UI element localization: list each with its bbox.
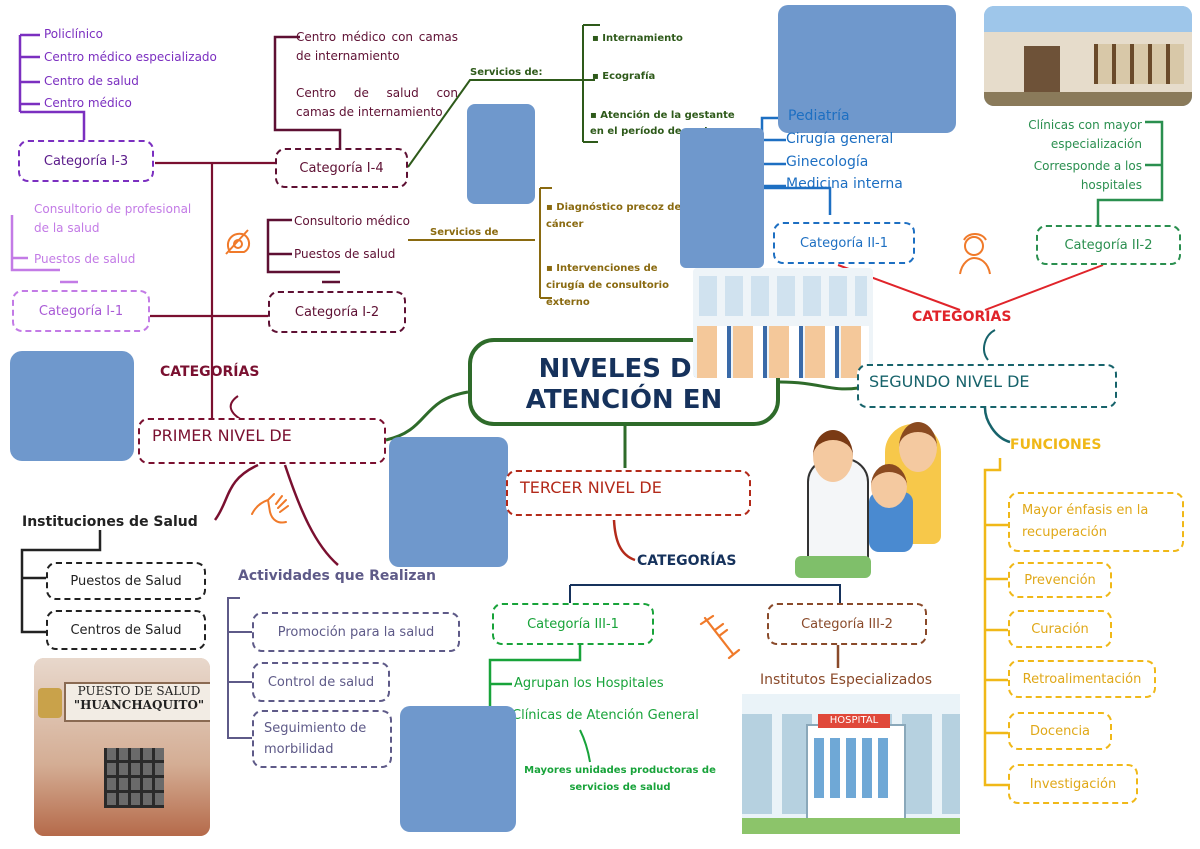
servicios-i4-label: Servicios de: [470,67,543,78]
photo-sign-line1: PUESTO DE SALUD [77,684,201,698]
ultrasound-icon [225,229,250,255]
cat-i4-box[interactable]: Categoría I-4 [275,148,408,188]
puesto-salud-photo: PUESTO DE SALUD "HUANCHAQUITO" [34,658,210,836]
funciones-item[interactable]: Retroalimentación [1008,660,1156,698]
tercer-nivel-box[interactable]: TERCER NIVEL DE [506,470,751,516]
actividades-item[interactable]: Seguimiento de morbilidad [252,710,392,768]
illustration-icons-row [699,276,867,316]
primer-nivel-label: PRIMER NIVEL DE [152,426,292,445]
tercer-categorias-label: CATEGORÍAS [637,553,737,569]
center-title: NIVELES DE ATENCIÓN EN [525,354,723,415]
i3-item: Centro de salud [44,74,139,88]
cat-iii1-box[interactable]: Categoría III-1 [492,603,654,645]
photo-door [1024,46,1060,94]
instituciones-item-centros[interactable]: Centros de Salud [46,610,206,650]
hospital-sign: HOSPITAL [818,714,890,728]
i3-item: Policlínico [44,27,103,41]
image-placeholder [389,437,508,567]
cat-i2-box[interactable]: Categoría I-2 [268,291,406,333]
tercer-nivel-label: TERCER NIVEL DE [520,478,662,497]
servicios-i2-item: Intervenciones de cirugía de consultorio… [546,260,696,311]
actividades-item[interactable]: Promoción para la salud [252,612,460,652]
funciones-item[interactable]: Mayor énfasis en la recuperación [1008,492,1184,552]
instituciones-item-puestos[interactable]: Puestos de Salud [46,562,206,600]
hands-icon [251,493,289,524]
hospital-building-photo [984,6,1192,106]
i3-item: Centro médico [44,96,132,110]
iii1-item: Clínicas de Atención General [512,708,699,723]
image-placeholder [10,351,134,461]
iii1-note: Mayores unidades productoras de servicio… [524,765,716,793]
i1-item: Puestos de salud [34,252,136,266]
actividades-item[interactable]: Control de salud [252,662,390,702]
photo-ground [984,92,1192,106]
servicios-i2-item: Diagnóstico precoz del cáncer [546,199,686,233]
hospital-illustration: HOSPITAL [742,694,960,834]
actividades-title: Actividades que Realizan [238,568,436,584]
photo-windows [1094,44,1184,84]
image-placeholder [400,706,516,832]
primer-categorias-label: CATEGORÍAS [160,364,260,380]
photo-sign-line2: "HUANCHAQUITO" [73,698,205,712]
i3-item: Centro médico especializado [44,50,217,64]
segundo-categorias-label: CATEGORÍAS [912,309,1012,325]
instituciones-title: Instituciones de Salud [22,514,198,530]
doctor-child-illustration [795,418,955,580]
cat-iii2-box[interactable]: Categoría III-2 [767,603,927,645]
image-placeholder [680,128,764,268]
ii2-item: Clínicas con mayor especialización [1028,118,1142,151]
funciones-item[interactable]: Curación [1008,610,1112,648]
illustration-doctor-head [813,430,853,482]
funciones-title: FUNCIONES [1010,437,1102,453]
ii1-item: Ginecología [786,154,869,170]
illustration-hospital-windows [814,738,894,798]
servicios-i4-item: Atención de la gestante en el período de… [590,108,750,140]
i2-item: Puestos de salud [294,247,396,261]
nurse-icon [959,233,991,275]
cat-ii2-box[interactable]: Categoría II-2 [1036,225,1181,265]
cat-ii1-box[interactable]: Categoría II-1 [773,222,915,264]
funciones-item[interactable]: Prevención [1008,562,1112,598]
funciones-item[interactable]: Investigación [1008,764,1138,804]
servicios-i4-item: Ecografía [592,71,655,82]
segundo-nivel-box[interactable]: SEGUNDO NIVEL DE [857,364,1117,408]
funciones-item[interactable]: Docencia [1008,712,1112,750]
ii1-item: Pediatría [788,108,850,124]
illustration-ground [742,818,960,834]
photo-emblem [38,688,62,718]
image-placeholder [778,5,956,133]
iii1-item: Agrupan los Hospitales [514,676,664,691]
cat-i1-box[interactable]: Categoría I-1 [12,290,150,332]
primer-nivel-box[interactable]: PRIMER NIVEL DE [138,418,386,464]
i2-item: Consultorio médico [294,214,410,228]
ii1-item: Cirugía general [786,131,894,147]
illustration-chair [795,556,871,578]
cat-i3-box[interactable]: Categoría I-3 [18,140,154,182]
image-placeholder [467,104,535,204]
ii1-item: Medicina interna [786,176,903,192]
illustration-mother-head [899,422,937,472]
iii2-item: Institutos Especializados [760,672,933,688]
servicios-i2-label: Servicios de [430,227,499,238]
i4-item: Centro médico con camas de internamiento [296,30,458,63]
segundo-nivel-label: SEGUNDO NIVEL DE [869,372,1030,391]
syringe-icon [699,614,741,660]
medical-staff-illustration [693,268,873,378]
photo-sign: PUESTO DE SALUD "HUANCHAQUITO" [64,682,210,722]
photo-window [104,748,164,808]
ii2-item: Corresponde a los hospitales [1033,159,1142,192]
i4-item: Centro de salud con camas de internamien… [296,86,458,119]
illustration-child-head [871,464,907,508]
i1-item: Consultorio de profesional de la salud [34,202,192,235]
servicios-i4-item: Internamiento [592,33,683,44]
illustration-people [697,326,869,378]
